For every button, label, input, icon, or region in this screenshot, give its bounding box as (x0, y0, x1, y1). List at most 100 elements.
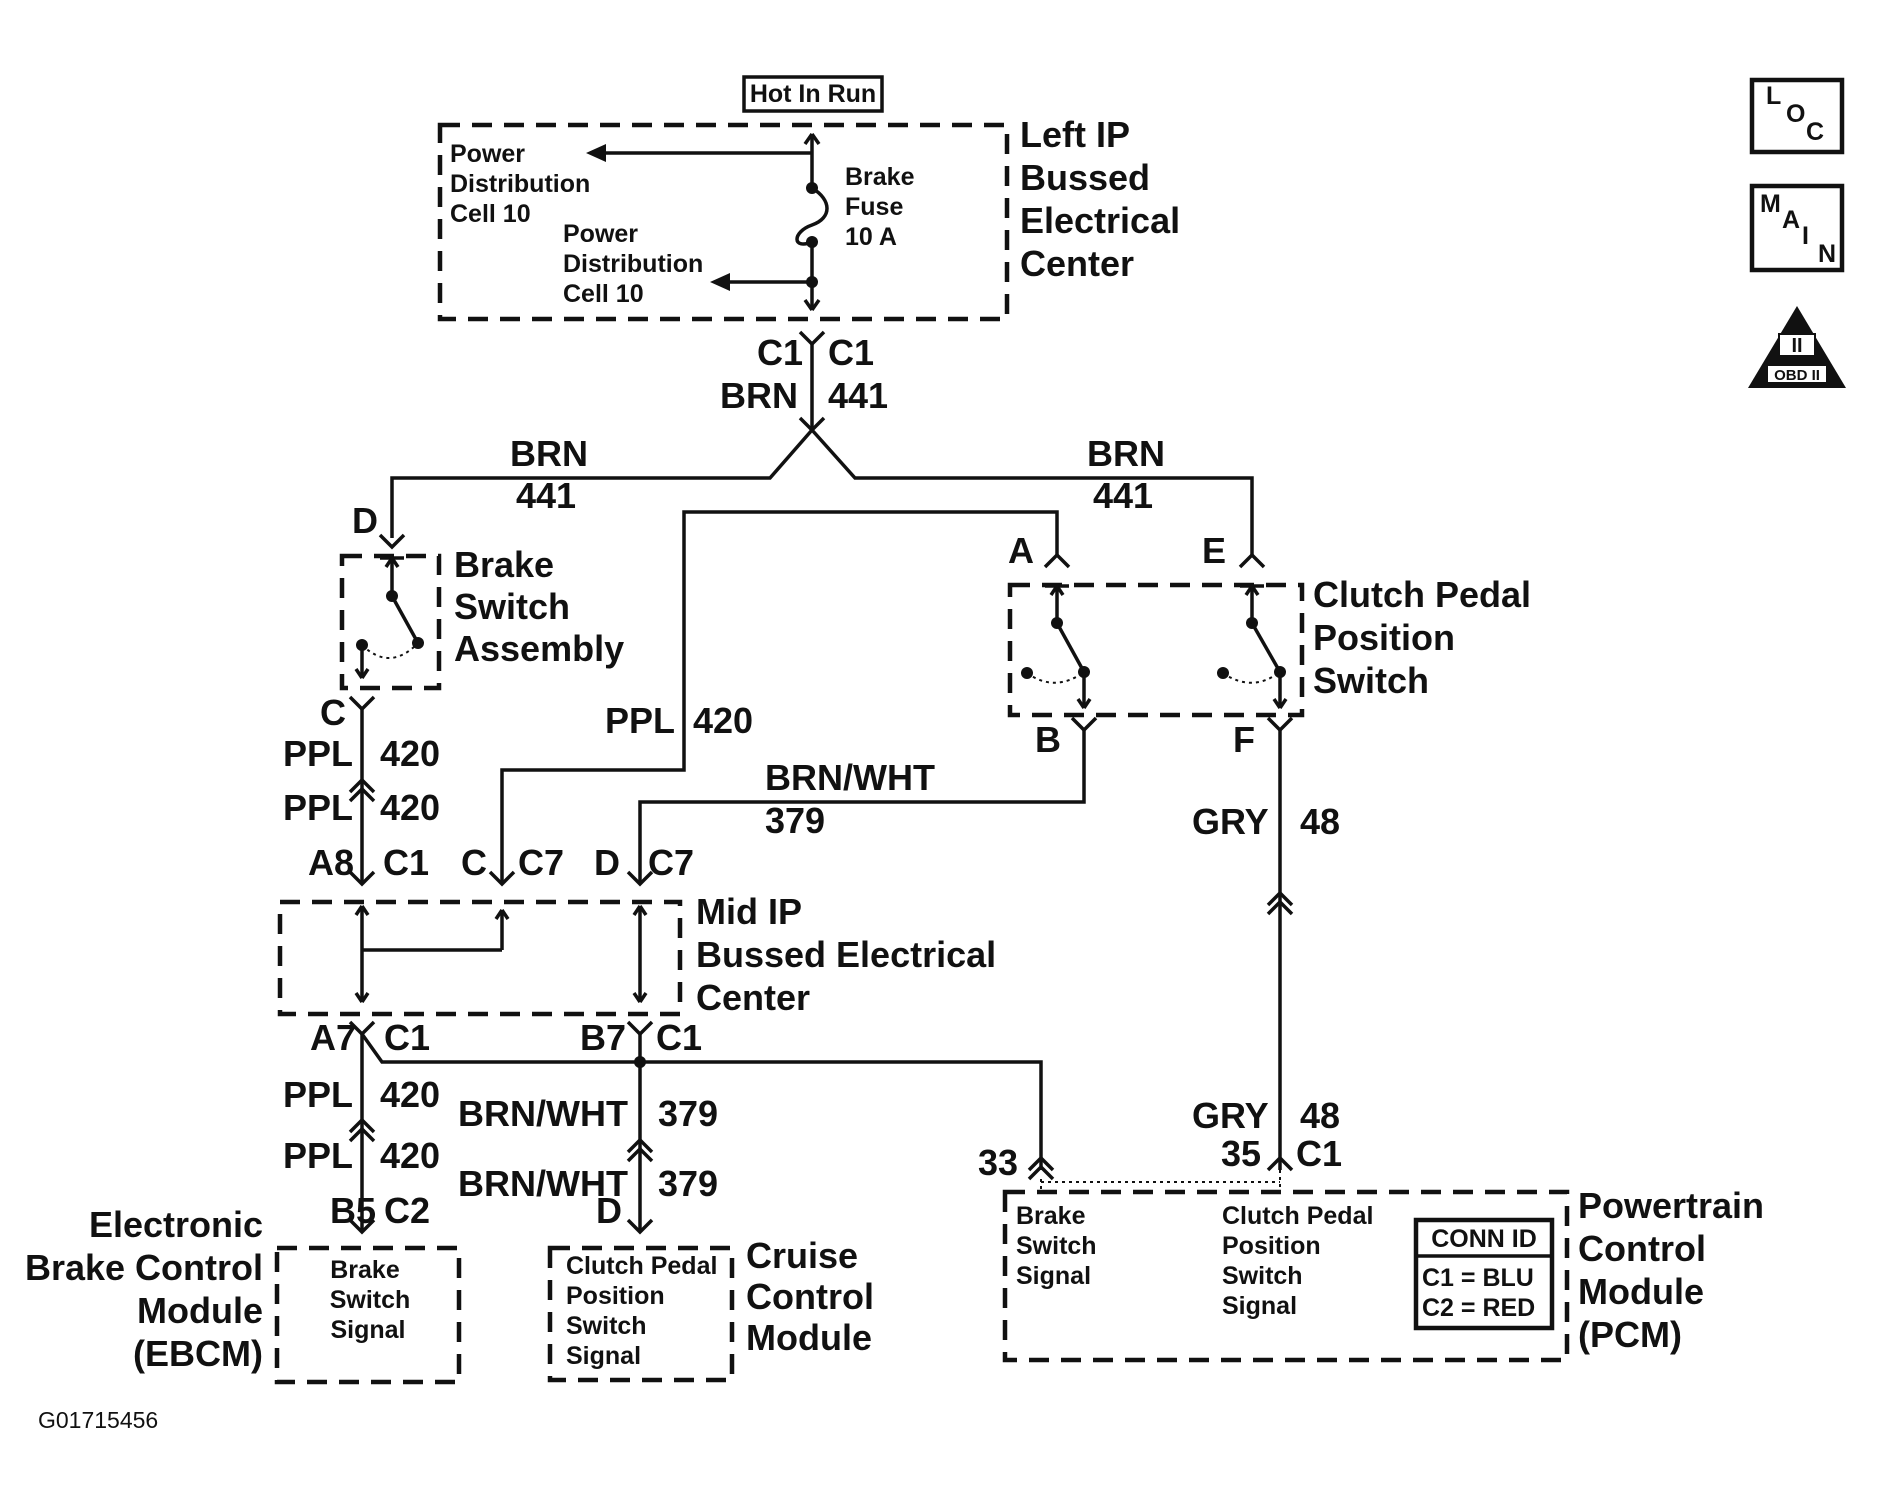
svg-text:Electronic: Electronic (89, 1204, 263, 1245)
svg-text:C7: C7 (518, 842, 564, 883)
svg-text:Clutch Pedal: Clutch Pedal (1222, 1202, 1373, 1230)
svg-text:Center: Center (1020, 243, 1134, 284)
svg-text:Fuse: Fuse (845, 193, 903, 221)
svg-text:BRN/WHT: BRN/WHT (765, 757, 935, 798)
loc-icon[interactable]: L O C (1749, 77, 1845, 155)
svg-text:Brake: Brake (845, 163, 915, 191)
svg-text:379: 379 (658, 1093, 718, 1134)
svg-text:Brake: Brake (330, 1256, 400, 1284)
svg-text:Hot In Run: Hot In Run (750, 80, 876, 108)
clutch-pedal-position-switch: A E Clutch Pedal Position Switch B F (1007, 530, 1531, 760)
svg-text:Brake Control: Brake Control (25, 1247, 263, 1288)
svg-text:Cell 10: Cell 10 (563, 280, 644, 308)
svg-text:420: 420 (693, 700, 753, 741)
svg-text:Electrical: Electrical (1020, 200, 1180, 241)
svg-text:379: 379 (658, 1163, 718, 1204)
wire-ppl-420-to-clutch-a: PPL 420 C C7 (461, 510, 1059, 887)
svg-text:D: D (352, 500, 378, 541)
svg-text:Cruise: Cruise (746, 1235, 858, 1276)
svg-text:Switch: Switch (1313, 660, 1429, 701)
wire-ppl-420-brake-to-mid: PPL 420 PPL 420 A8 C1 (283, 709, 440, 887)
svg-text:B: B (1035, 719, 1061, 760)
svg-text:I: I (1802, 222, 1809, 250)
svg-text:10 A: 10 A (845, 223, 897, 251)
wire-brnwht-379-to-cruise: BRN/WHT 379 BRN/WHT 379 (458, 1034, 718, 1235)
svg-text:Brake: Brake (1016, 1202, 1086, 1230)
pcm-module: 33 35 C1 Brake Switch Signal Clutch Peda… (978, 1133, 1764, 1363)
obd-ii-icon[interactable]: II OBD II (1748, 306, 1846, 388)
conn-id-table: CONN ID C1 = BLU C2 = RED (1413, 1217, 1555, 1331)
svg-text:C: C (1806, 118, 1824, 146)
svg-text:PPL: PPL (605, 700, 675, 741)
svg-text:O: O (1786, 100, 1805, 128)
wire-brn-441-feed: BRN 441 (720, 344, 888, 433)
svg-text:Clutch Pedal: Clutch Pedal (566, 1252, 717, 1280)
svg-text:Position: Position (1313, 617, 1455, 658)
ebcm-module: B5 C2 Brake Switch Signal Electronic Bra… (25, 1190, 462, 1385)
svg-text:441: 441 (828, 375, 888, 416)
svg-text:420: 420 (380, 1074, 440, 1115)
svg-text:Power: Power (450, 140, 525, 168)
svg-text:Switch: Switch (1222, 1262, 1303, 1290)
svg-text:Bussed: Bussed (1020, 157, 1150, 198)
svg-text:441: 441 (516, 475, 576, 516)
svg-text:C1: C1 (384, 1017, 430, 1058)
svg-text:PPL: PPL (283, 1135, 353, 1176)
figure-id: G01715456 (38, 1407, 158, 1433)
svg-text:CONN ID: CONN ID (1431, 1225, 1537, 1253)
svg-text:BRN: BRN (720, 375, 798, 416)
svg-text:B5: B5 (330, 1190, 376, 1231)
svg-text:BRN/WHT: BRN/WHT (458, 1163, 628, 1204)
svg-text:PPL: PPL (283, 1074, 353, 1115)
svg-text:Switch: Switch (566, 1312, 647, 1340)
connector-c1-mid-ip-bottom: A7 C1 B7 C1 (310, 1017, 702, 1058)
svg-text:C2 = RED: C2 = RED (1422, 1294, 1535, 1322)
svg-text:Bussed Electrical: Bussed Electrical (696, 934, 996, 975)
svg-text:C1: C1 (1296, 1133, 1342, 1174)
svg-text:C1: C1 (828, 332, 874, 373)
wire-brake-signal-to-pcm (360, 1032, 1043, 1170)
svg-text:Signal: Signal (1222, 1292, 1297, 1320)
svg-text:F: F (1233, 719, 1255, 760)
svg-text:M: M (1760, 190, 1781, 218)
connector-c1-left-ip: C1 C1 (757, 330, 874, 373)
wire-ppl-420-to-ebcm: PPL 420 PPL 420 (283, 1034, 440, 1235)
svg-text:48: 48 (1300, 1095, 1340, 1136)
svg-text:Power: Power (563, 220, 638, 248)
power-distribution-upper: Power Distribution Cell 10 (450, 140, 812, 228)
svg-text:D: D (594, 842, 620, 883)
svg-text:420: 420 (380, 1135, 440, 1176)
svg-text:BRN/WHT: BRN/WHT (458, 1093, 628, 1134)
svg-text:Control: Control (746, 1276, 874, 1317)
svg-text:PPL: PPL (283, 787, 353, 828)
svg-text:441: 441 (1093, 475, 1153, 516)
svg-text:Mid IP: Mid IP (696, 891, 802, 932)
svg-text:Cell 10: Cell 10 (450, 200, 531, 228)
svg-text:Signal: Signal (566, 1342, 641, 1370)
svg-text:420: 420 (380, 733, 440, 774)
svg-text:GRY: GRY (1192, 1095, 1269, 1136)
svg-text:BRN: BRN (1087, 433, 1165, 474)
svg-text:35: 35 (1221, 1133, 1261, 1174)
svg-text:48: 48 (1300, 801, 1340, 842)
svg-text:II: II (1791, 335, 1802, 357)
svg-text:E: E (1202, 530, 1226, 571)
svg-text:Center: Center (696, 977, 810, 1018)
svg-text:C7: C7 (648, 842, 694, 883)
svg-text:OBD II: OBD II (1774, 367, 1820, 384)
svg-text:C2: C2 (384, 1190, 430, 1231)
svg-text:Switch: Switch (454, 586, 570, 627)
cruise-control-module: D Clutch Pedal Position Switch Signal Cr… (547, 1190, 874, 1383)
svg-text:BRN: BRN (510, 433, 588, 474)
main-icon[interactable]: M A I N (1749, 183, 1845, 273)
power-distribution-lower: Power Distribution Cell 10 (563, 220, 818, 308)
svg-text:420: 420 (380, 787, 440, 828)
wire-brnwht-379-clutch-to-mid: BRN/WHT 379 D C7 (594, 730, 1086, 887)
mid-ip-bussed-electrical-center: Mid IP Bussed Electrical Center (277, 891, 996, 1018)
svg-text:Position: Position (1222, 1232, 1321, 1260)
svg-text:PPL: PPL (283, 733, 353, 774)
svg-text:A8: A8 (308, 842, 354, 883)
svg-text:C1: C1 (383, 842, 429, 883)
svg-text:C1: C1 (656, 1017, 702, 1058)
